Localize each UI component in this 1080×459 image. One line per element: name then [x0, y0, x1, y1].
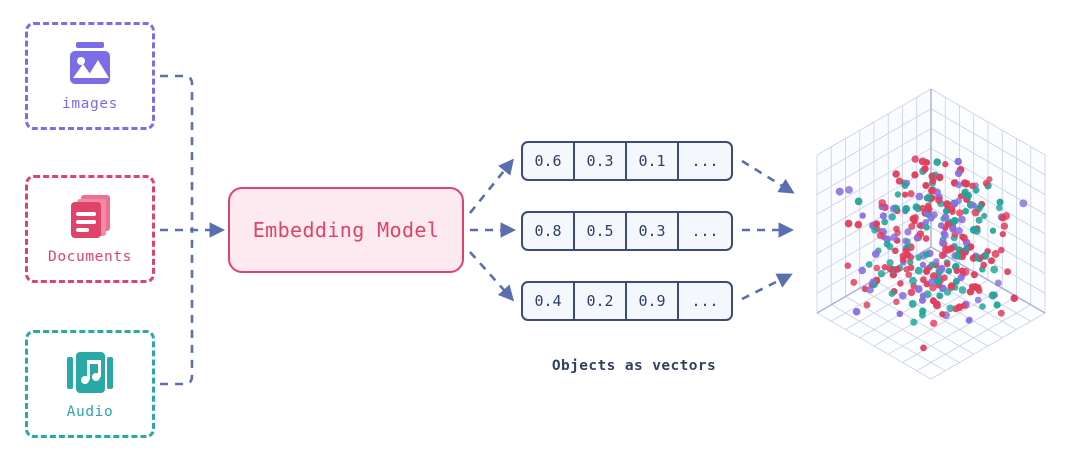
vector-cell: 0.9	[627, 283, 679, 319]
connector-model-to-vector-3	[469, 251, 515, 302]
vector-cell: 0.4	[523, 283, 575, 319]
source-label-audio: Audio	[66, 403, 114, 420]
vector-cell: 0.3	[627, 213, 679, 249]
vector-row[interactable]: 0.6 0.3 0.1 ...	[521, 141, 733, 181]
vector-row[interactable]: 0.4 0.2 0.9 ...	[521, 281, 733, 321]
vector-cell-ellipsis: ...	[691, 292, 719, 310]
vector-cell-ellipsis: ...	[691, 222, 719, 240]
vectors-caption: Objects as vectors	[551, 358, 717, 374]
source-label-documents: Documents	[48, 248, 132, 265]
source-card-images[interactable]: images	[25, 22, 155, 130]
source-card-documents[interactable]: Documents	[25, 175, 155, 283]
connector-vector-1-to-space	[741, 159, 795, 194]
vector-cell: 0.5	[575, 213, 627, 249]
vector-cell: 0.8	[523, 213, 575, 249]
vector-cell-ellipsis: ...	[691, 152, 719, 170]
vector-cell: 0.1	[627, 143, 679, 179]
source-label-images: images	[62, 95, 118, 112]
vector-cell: 0.6	[523, 143, 575, 179]
source-card-audio[interactable]: Audio	[25, 330, 155, 438]
vector-cell: 0.2	[575, 283, 627, 319]
connector-vector-3-to-space	[741, 273, 793, 301]
vector-cell: 0.3	[575, 143, 627, 179]
documents-icon	[67, 194, 113, 240]
embedding-model-label: Embedding Model	[252, 218, 440, 242]
vector-row[interactable]: 0.8 0.5 0.3 ...	[521, 211, 733, 251]
embedding-model-box[interactable]: Embedding Model	[228, 187, 464, 273]
connector-model-to-vector-1	[468, 158, 514, 214]
connector-audio	[160, 230, 194, 386]
audio-icon	[67, 349, 113, 395]
image-icon	[67, 41, 113, 87]
connector-images	[160, 74, 194, 230]
